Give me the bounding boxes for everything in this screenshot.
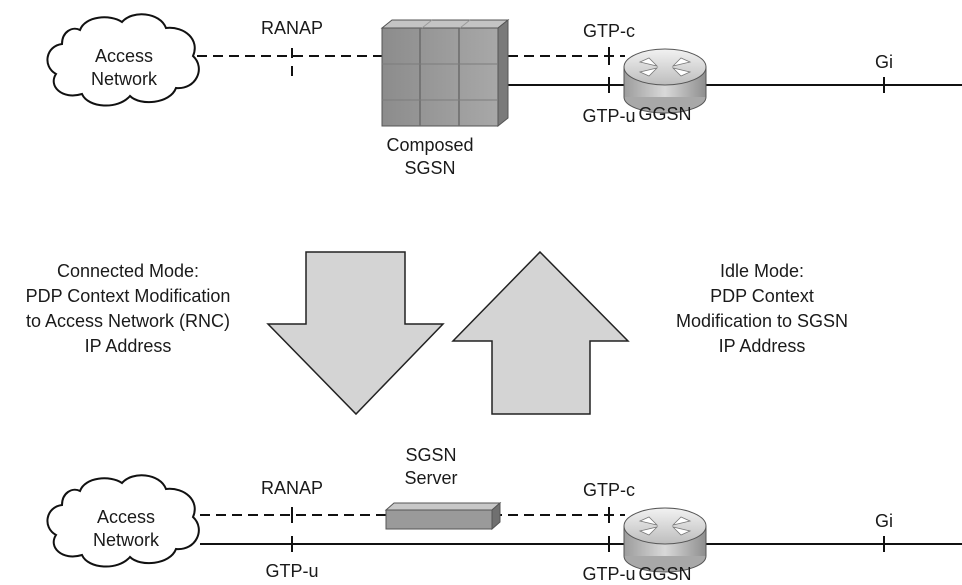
top-access-network-cloud (46, 13, 200, 107)
connected-mode-label-3: to Access Network (RNC) (26, 311, 230, 331)
top-access-network-label-1: Access (95, 46, 153, 66)
bottom-gtp-u-right-label: GTP-u (582, 564, 635, 584)
top-gtp-c-label: GTP-c (583, 21, 635, 41)
top-ggsn-router-icon (623, 48, 707, 114)
bottom-access-network-label-1: Access (97, 507, 155, 527)
sgsn-server-icon (384, 501, 502, 531)
middle-section: Connected Mode: PDP Context Modification… (26, 250, 848, 416)
idle-mode-label-4: IP Address (719, 336, 806, 356)
bottom-ggsn-label: GGSN (638, 564, 691, 584)
bottom-gtp-c-label: GTP-c (583, 480, 635, 500)
sgsn-server-label-1: SGSN (405, 445, 456, 465)
bottom-gtp-u-left-label: GTP-u (265, 561, 318, 581)
composed-sgsn-label-1: Composed (386, 135, 473, 155)
down-arrow (266, 251, 445, 416)
top-ranap-label: RANAP (261, 18, 323, 38)
top-gtp-u-label: GTP-u (582, 106, 635, 126)
idle-mode-label-1: Idle Mode: (720, 261, 804, 281)
composed-sgsn-icon (380, 18, 510, 128)
bottom-gi-label: Gi (875, 511, 893, 531)
top-section: Access Network RANAP GTP-c GTP-u (46, 13, 962, 178)
bottom-ranap-label: RANAP (261, 478, 323, 498)
sgsn-server-label-2: Server (404, 468, 457, 488)
bottom-section: Access Network RANAP GTP-u SGSN Server G… (46, 445, 962, 584)
up-arrow (451, 250, 630, 415)
bottom-access-network-cloud (46, 474, 200, 568)
top-access-network-label-2: Network (91, 69, 158, 89)
composed-sgsn-label-2: SGSN (404, 158, 455, 178)
bottom-ggsn-router-icon (623, 507, 707, 573)
idle-mode-label-2: PDP Context (710, 286, 814, 306)
connected-mode-label-4: IP Address (85, 336, 172, 356)
bottom-access-network-label-2: Network (93, 530, 160, 550)
idle-mode-label-3: Modification to SGSN (676, 311, 848, 331)
connected-mode-label-1: Connected Mode: (57, 261, 199, 281)
top-ggsn-label: GGSN (638, 104, 691, 124)
top-gi-label: Gi (875, 52, 893, 72)
connected-mode-label-2: PDP Context Modification (26, 286, 231, 306)
